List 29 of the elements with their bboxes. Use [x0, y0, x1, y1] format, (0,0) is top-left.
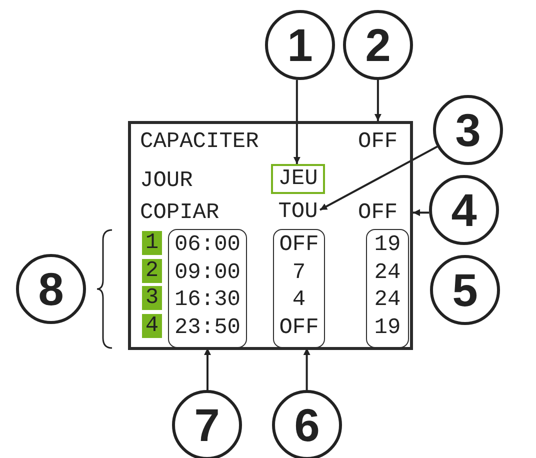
- callout-number: 6: [272, 390, 342, 458]
- time-column: 06:00 09:00 16:30 23:50: [168, 229, 247, 348]
- callout-number: 1: [265, 10, 335, 80]
- program-number: 1: [142, 231, 162, 255]
- value-text: TOU: [276, 199, 320, 225]
- arrow: [374, 80, 382, 121]
- arrow: [413, 209, 430, 216]
- arrow: [293, 80, 300, 164]
- arrow: [320, 146, 438, 211]
- screen-text: JOUR: [140, 168, 193, 194]
- display-screen: [128, 121, 413, 350]
- program-number: 2: [142, 259, 162, 283]
- arrow: [303, 348, 310, 390]
- value-column: OFF 7 4 OFF: [273, 229, 325, 348]
- callout-number: 5: [430, 255, 500, 325]
- callout-number: 3: [433, 95, 503, 165]
- callout-number: 2: [343, 10, 413, 80]
- program-number: 3: [142, 286, 162, 310]
- screen-text: OFF: [358, 129, 398, 155]
- program-number: 4: [142, 314, 162, 338]
- callout-number: 7: [172, 390, 242, 458]
- temperature-column: 19 24 24 19: [366, 229, 409, 348]
- highlighted-value: JEU: [271, 164, 325, 194]
- screen-text: CAPACITER: [140, 129, 259, 155]
- screen-text: COPIAR: [140, 200, 220, 226]
- screen-text: OFF: [358, 200, 398, 226]
- arrow: [204, 348, 211, 390]
- callout-number: 8: [16, 254, 86, 324]
- callout-number: 4: [429, 175, 499, 245]
